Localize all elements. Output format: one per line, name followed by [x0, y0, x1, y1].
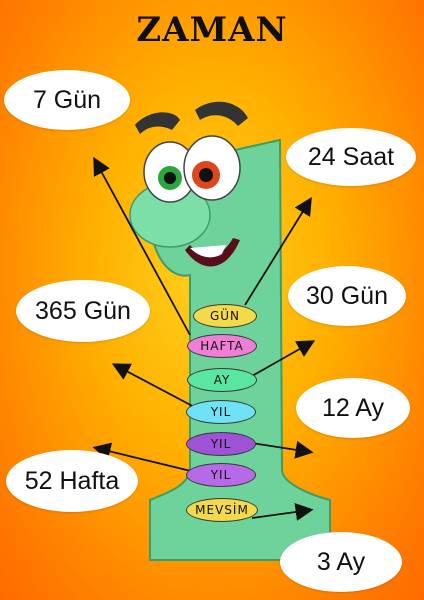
pill-yil-2: YIL	[186, 432, 256, 456]
bubble-24-saat: 24 Saat	[286, 128, 416, 186]
pill-gun-text: GÜN	[209, 309, 241, 323]
pill-ay: AY	[187, 368, 257, 392]
pill-yil-2-text: YIL	[210, 437, 232, 451]
pill-yil-3-text: YIL	[210, 468, 232, 482]
bubble-52-hafta-text: 52 Hafta	[24, 466, 120, 495]
pill-ay-text: AY	[213, 373, 231, 387]
pill-gun: GÜN	[193, 304, 257, 328]
bubble-30-gun: 30 Gün	[288, 266, 406, 326]
bubble-7-gun: 7 Gün	[4, 70, 130, 130]
bubble-3-ay: 3 Ay	[280, 532, 402, 592]
bubble-7-gun-text: 7 Gün	[32, 85, 102, 114]
pill-mevsim-text: MEVSİM	[195, 503, 249, 517]
pill-yil-3: YIL	[186, 463, 256, 487]
pill-hafta: HAFTA	[187, 334, 257, 358]
bubble-365-gun-text: 365 Gün	[35, 296, 131, 325]
pill-hafta-text: HAFTA	[200, 339, 244, 353]
pill-yil-1-text: YIL	[210, 405, 232, 419]
bubble-12-ay-text: 12 Ay	[321, 393, 385, 422]
bubble-365-gun: 365 Gün	[16, 280, 150, 342]
right-eyebrow	[195, 101, 248, 126]
page-title: ZAMAN	[136, 10, 288, 50]
pill-mevsim: MEVSİM	[186, 498, 258, 522]
bubble-12-ay: 12 Ay	[296, 378, 410, 438]
bubble-52-hafta: 52 Hafta	[6, 450, 138, 512]
pill-yil-1: YIL	[186, 400, 256, 424]
bubble-24-saat-text: 24 Saat	[307, 142, 395, 171]
bubble-3-ay-text: 3 Ay	[316, 547, 366, 576]
bubble-30-gun-text: 30 Gün	[305, 281, 388, 310]
mouth	[185, 238, 240, 267]
left-eyebrow	[135, 112, 180, 134]
